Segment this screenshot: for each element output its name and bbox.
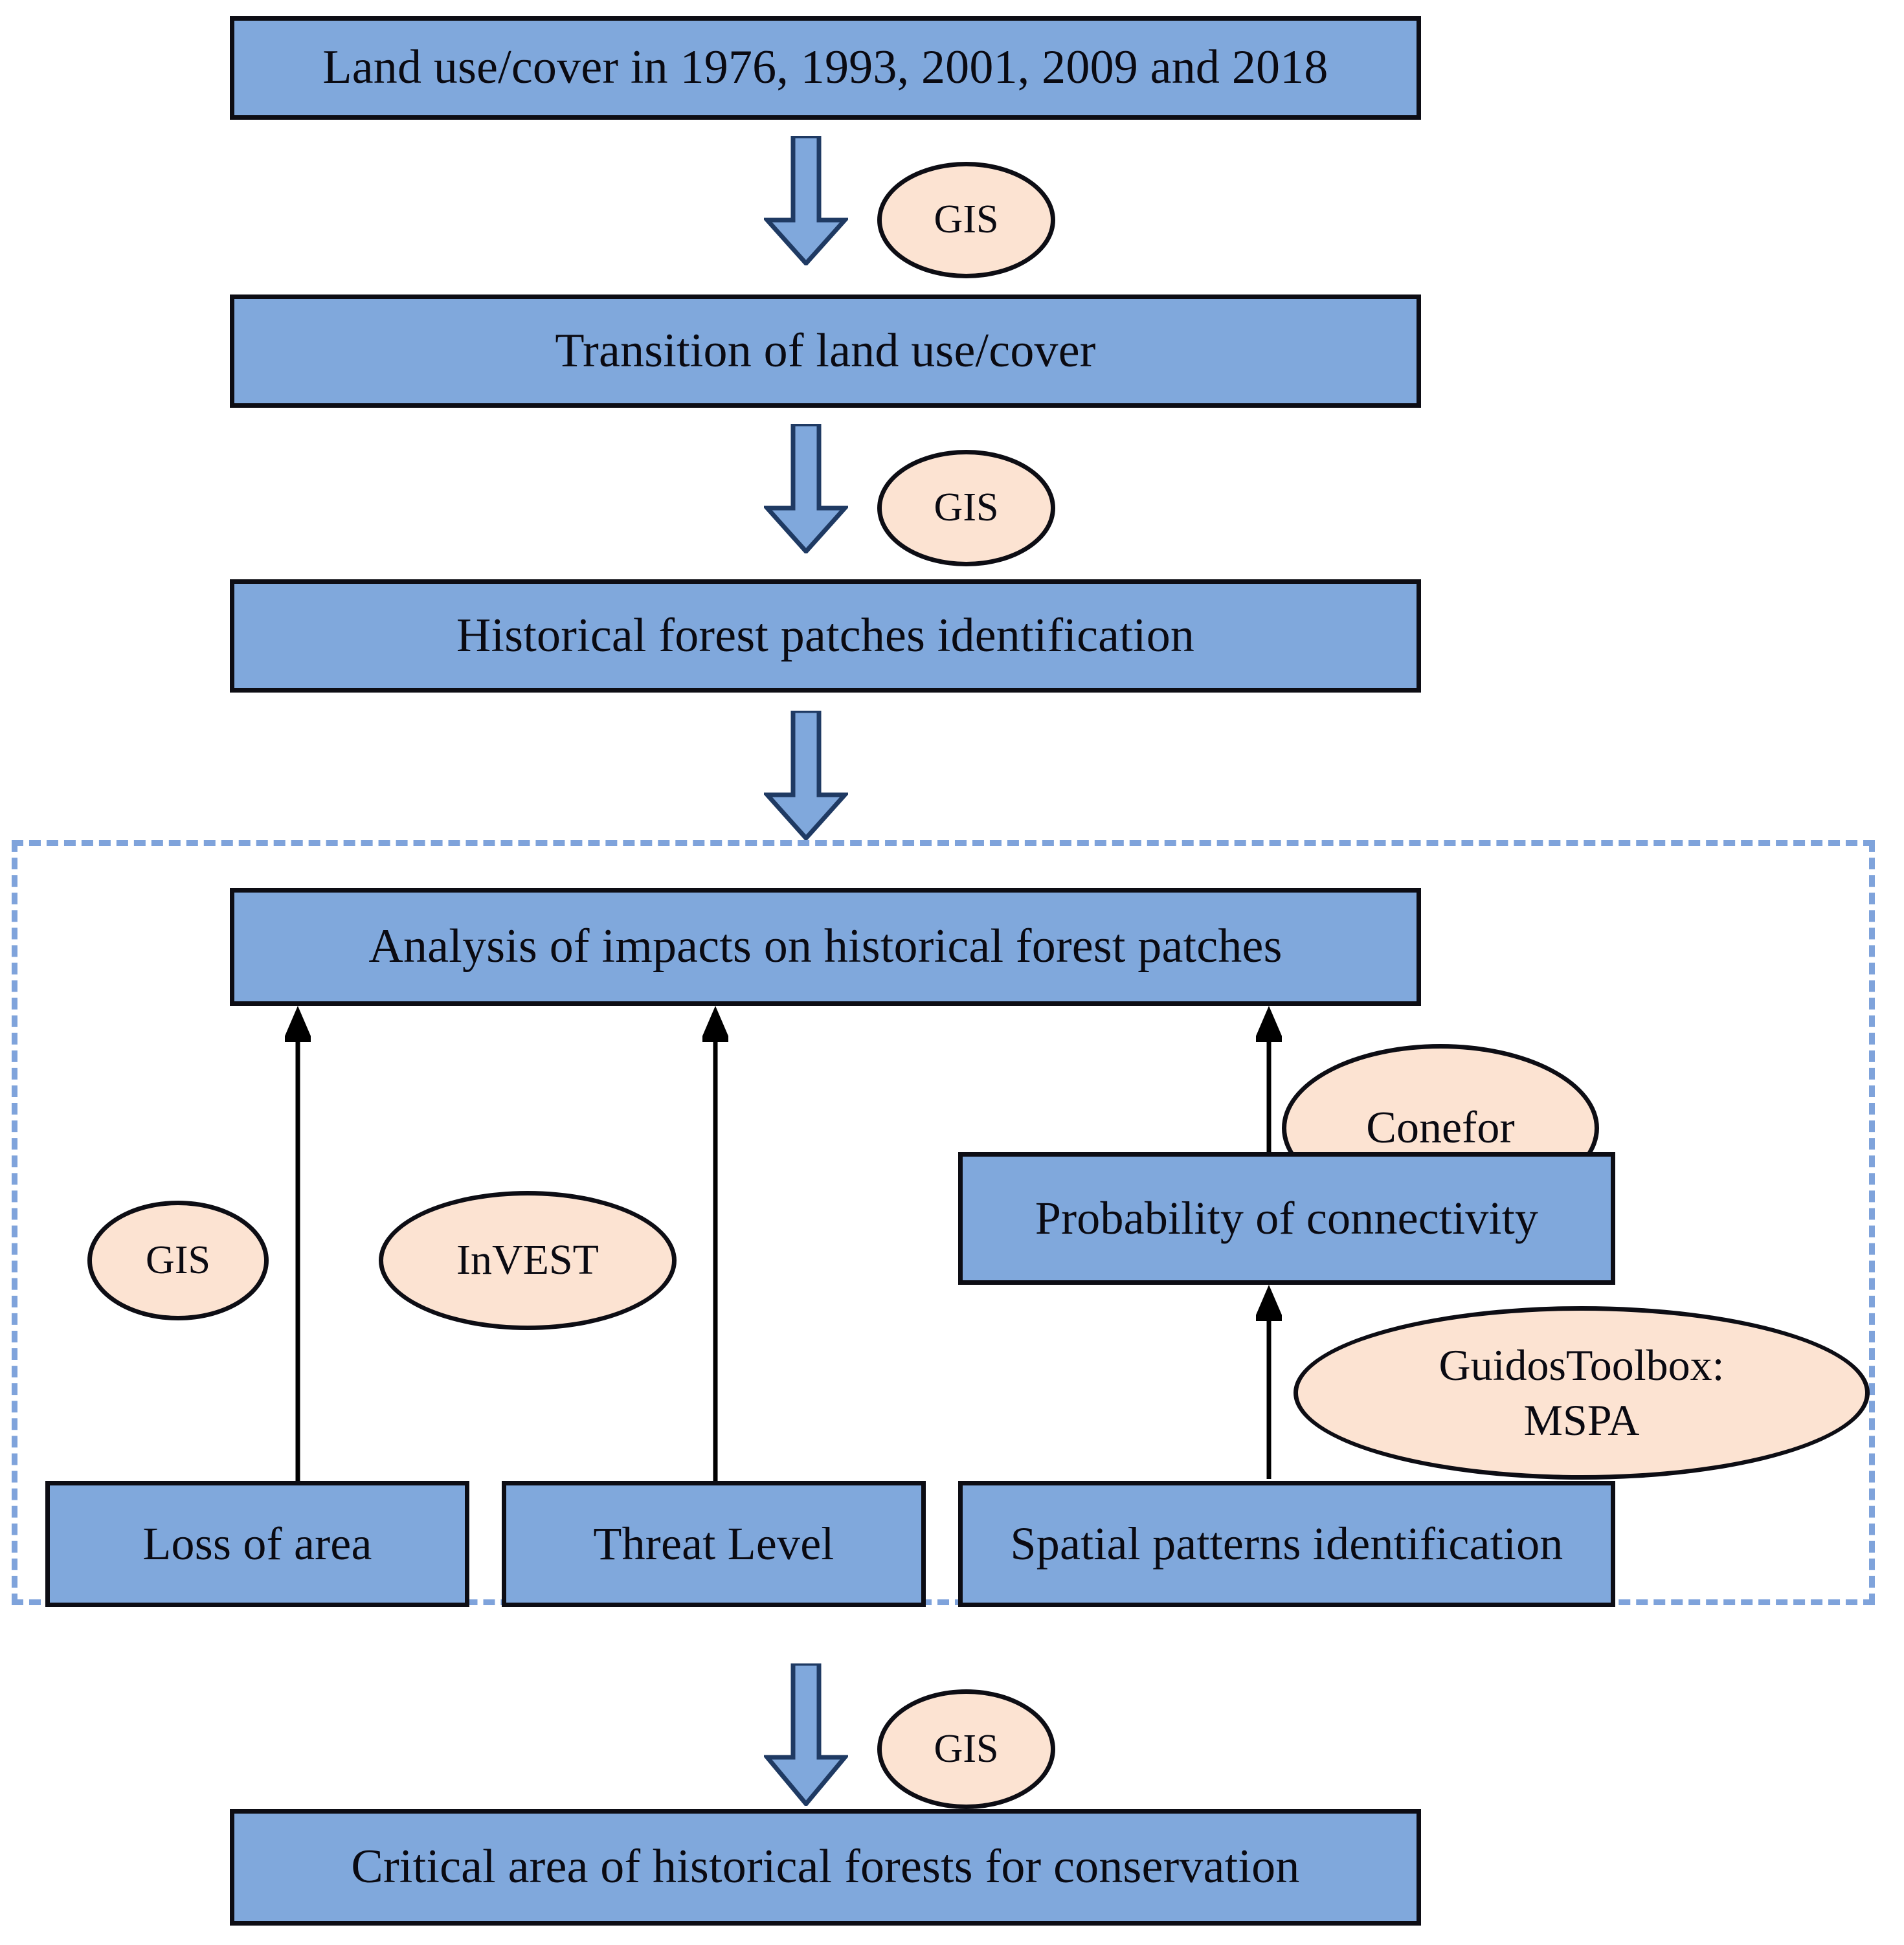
tool-ellipse-invest[interactable]: InVEST — [379, 1191, 677, 1330]
process-box-label: Analysis of impacts on historical forest… — [368, 920, 1282, 973]
process-box-loss-of-area[interactable]: Loss of area — [45, 1481, 469, 1607]
process-box-label: Historical forest patches identification — [456, 608, 1195, 662]
tool-ellipse-label: Conefor — [1366, 1103, 1515, 1153]
tool-ellipse-guidos-mspa[interactable]: GuidosToolbox: MSPA — [1294, 1306, 1870, 1480]
tool-ellipse-gis-1[interactable]: GIS — [877, 162, 1055, 278]
process-box-threat-level[interactable]: Threat Level — [502, 1481, 926, 1607]
process-box-historical-patches[interactable]: Historical forest patches identification — [230, 579, 1421, 693]
line-arrow-loss-to-analysis — [285, 1006, 311, 1485]
tool-ellipse-label: GIS — [934, 1726, 999, 1771]
process-box-label: Transition of land use/cover — [555, 324, 1096, 377]
process-box-transition[interactable]: Transition of land use/cover — [230, 295, 1421, 408]
tool-ellipse-gis-4[interactable]: GIS — [877, 1689, 1055, 1809]
block-arrow-down-4 — [764, 1663, 848, 1806]
tool-ellipse-label: GIS — [934, 197, 999, 242]
analysis-group-region — [12, 840, 1875, 1605]
line-arrow-spatial-to-connectivity — [1256, 1285, 1282, 1479]
tool-ellipse-gis-2[interactable]: GIS — [877, 450, 1055, 566]
process-box-probability-connectivity[interactable]: Probability of connectivity — [958, 1152, 1615, 1285]
process-box-label: Land use/cover in 1976, 1993, 2001, 2009… — [322, 41, 1328, 94]
process-box-spatial-patterns[interactable]: Spatial patterns identification — [958, 1481, 1615, 1607]
block-arrow-down-1 — [764, 136, 848, 265]
process-box-land-use-cover[interactable]: Land use/cover in 1976, 1993, 2001, 2009… — [230, 16, 1421, 120]
block-arrow-down-2 — [764, 424, 848, 553]
process-box-label: Critical area of historical forests for … — [351, 1840, 1300, 1894]
tool-ellipse-label: InVEST — [456, 1236, 599, 1284]
tool-ellipse-label-line-2: MSPA — [1523, 1395, 1640, 1445]
tool-ellipse-label-line-1: GuidosToolbox: — [1439, 1340, 1725, 1390]
process-box-label: Spatial patterns identification — [1010, 1517, 1563, 1570]
process-box-label: Threat Level — [593, 1517, 834, 1570]
process-box-label: Loss of area — [142, 1517, 372, 1570]
process-box-critical-area[interactable]: Critical area of historical forests for … — [230, 1809, 1421, 1926]
tool-ellipse-label: GIS — [146, 1238, 210, 1282]
tool-ellipse-gis-3[interactable]: GIS — [87, 1201, 269, 1320]
process-box-label: Probability of connectivity — [1035, 1192, 1539, 1244]
process-box-analysis-impacts[interactable]: Analysis of impacts on historical forest… — [230, 888, 1421, 1006]
tool-ellipse-label: GIS — [934, 485, 999, 530]
line-arrow-threat-to-analysis — [702, 1006, 728, 1485]
block-arrow-down-3 — [764, 711, 848, 840]
